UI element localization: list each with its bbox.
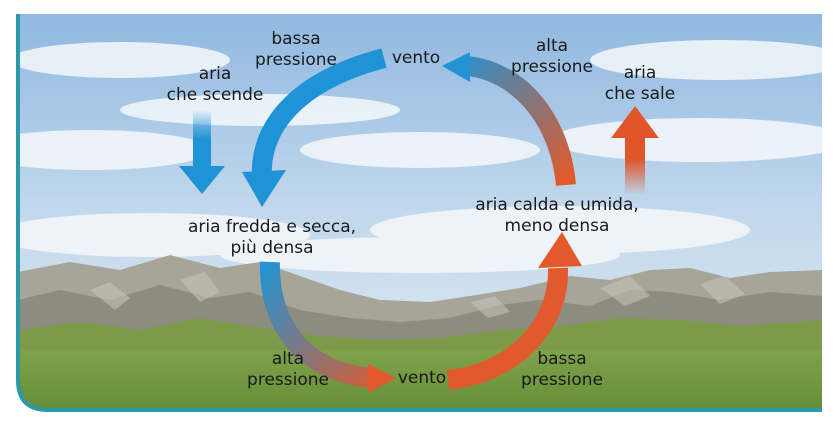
upper-flow-arrow <box>466 56 576 187</box>
warm-rise-arrowhead <box>538 232 582 268</box>
label-top-low-pressure: bassa pressione <box>255 29 337 70</box>
cold-descent-arrow <box>251 48 387 181</box>
upper-flow-arrowhead <box>442 52 470 82</box>
label-rising-air: aria che sale <box>604 63 676 104</box>
label-bottom-low-pressure: bassa pressione <box>521 349 603 390</box>
cold-descent-arrowhead <box>242 170 286 207</box>
label-top-high-pressure: alta pressione <box>511 36 593 77</box>
rising-air-arrow <box>625 135 645 195</box>
descending-air-arrow <box>193 110 211 168</box>
rising-air-arrowhead <box>611 106 659 138</box>
label-bottom-high-pressure: alta pressione <box>247 349 329 390</box>
warm-rise-arrow <box>446 267 569 390</box>
descending-air-arrowhead <box>179 166 225 194</box>
label-warm-humid-air: aria calda e umida, meno densa <box>475 195 639 236</box>
label-descending-air: aria che scende <box>166 64 264 105</box>
label-bottom-wind: vento <box>397 368 447 388</box>
label-top-wind: vento <box>391 48 441 68</box>
ground-flow-arrowhead <box>368 364 396 393</box>
panel-frame <box>16 14 822 412</box>
ground-flow-arrow <box>259 261 374 388</box>
label-cold-dry-air: aria fredda e secca, più densa <box>187 217 357 258</box>
